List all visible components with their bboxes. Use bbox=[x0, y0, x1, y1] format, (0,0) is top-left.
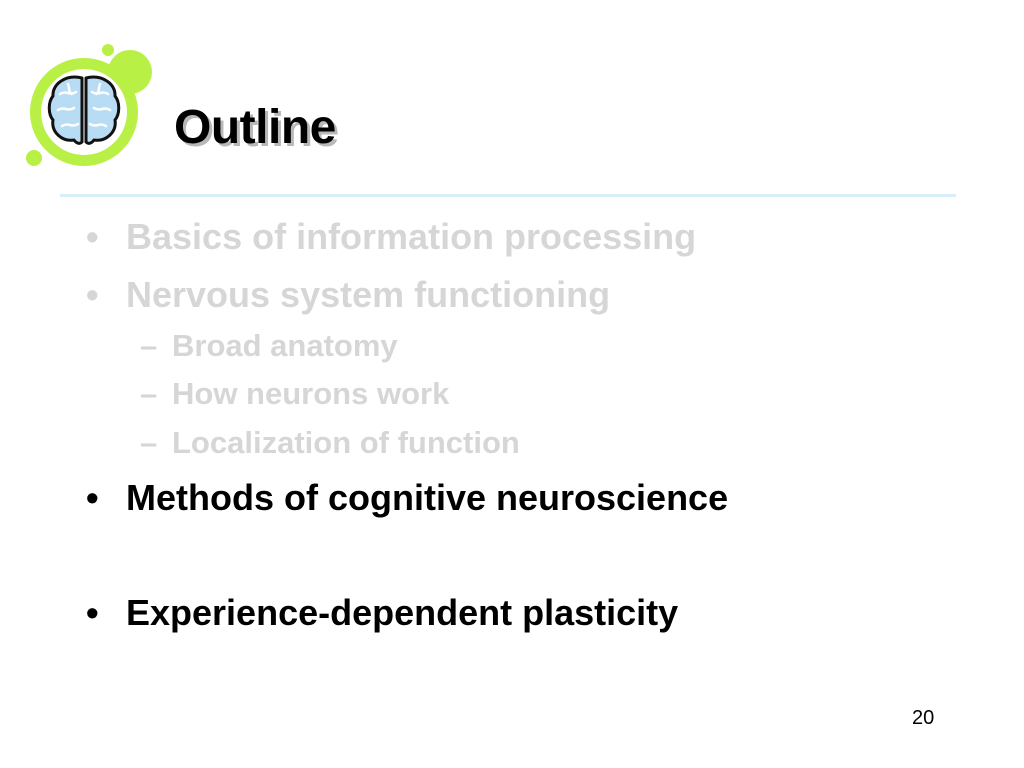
sub-bullet-text: Localization of function bbox=[172, 425, 520, 460]
bullet-text: Methods of cognitive neuroscience bbox=[126, 477, 729, 518]
brain-icon bbox=[26, 44, 152, 166]
sub-bullet-item: – Broad anatomy bbox=[140, 328, 398, 363]
sub-bullet-item: – Localization of function bbox=[140, 425, 520, 460]
sub-bullet-item: – How neurons work bbox=[140, 376, 450, 411]
bullet-item: • Nervous system functioning bbox=[86, 274, 611, 315]
bullet-text: Experience-dependent plasticity bbox=[126, 592, 679, 633]
slide-title: Outline bbox=[174, 101, 336, 154]
title-divider bbox=[60, 194, 956, 197]
bullet-marker: • bbox=[86, 216, 99, 257]
sub-bullet-text: Broad anatomy bbox=[172, 328, 398, 363]
bullet-text: Basics of information processing bbox=[126, 216, 697, 257]
sub-bullet-marker: – bbox=[140, 376, 158, 411]
bullet-item-current: • Experience-dependent plasticity bbox=[86, 592, 679, 633]
bullet-marker: • bbox=[86, 477, 99, 518]
bullet-marker: • bbox=[86, 592, 99, 633]
sub-bullet-marker: – bbox=[140, 425, 158, 460]
sub-bullet-text: How neurons work bbox=[172, 376, 450, 411]
sub-bullet-marker: – bbox=[140, 328, 158, 363]
bullet-text: Nervous system functioning bbox=[126, 274, 611, 315]
bullet-marker: • bbox=[86, 274, 99, 315]
bullet-item: • Basics of information processing bbox=[86, 216, 697, 257]
page-number: 20 bbox=[912, 707, 935, 729]
bullet-item-current: • Methods of cognitive neuroscience bbox=[86, 477, 729, 518]
